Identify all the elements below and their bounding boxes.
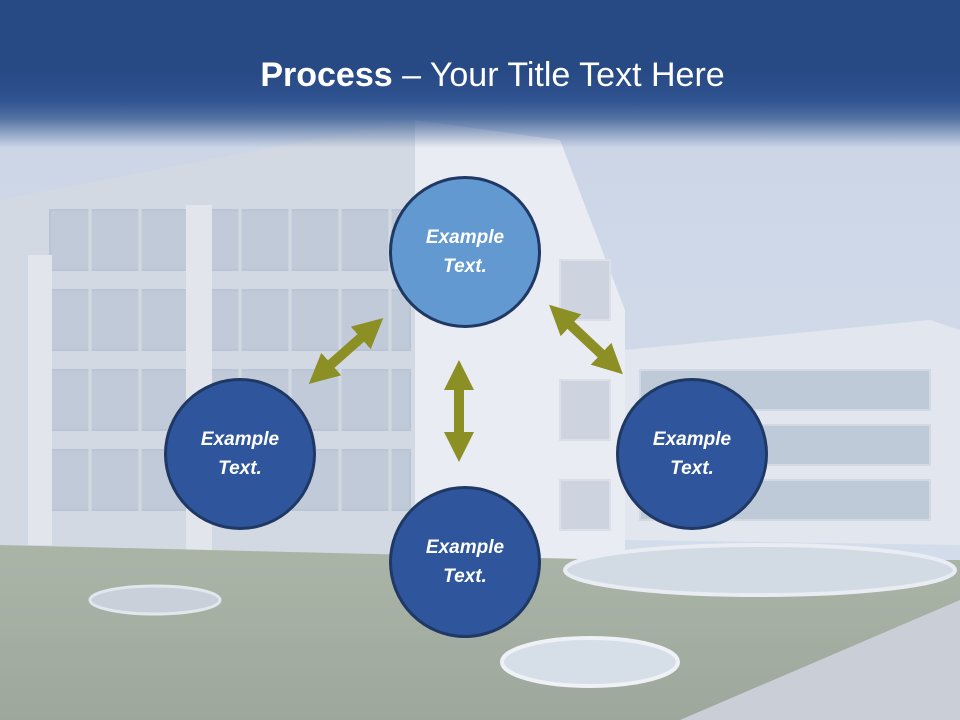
node-right[interactable]: Example Text. (616, 378, 768, 530)
node-right-label: Example Text. (652, 429, 732, 479)
title-band (0, 0, 960, 150)
title-bold: Process (260, 56, 393, 94)
node-left[interactable]: Example Text. (164, 378, 316, 530)
page-title: Process – Your Title Text Here (0, 52, 960, 98)
node-bottom-label: Example Text. (425, 537, 505, 587)
node-top[interactable]: Example Text. (389, 176, 541, 328)
node-left-label: Example Text. (200, 429, 280, 479)
node-top-label: Example Text. (425, 227, 505, 277)
node-bottom[interactable]: Example Text. (389, 486, 541, 638)
title-rest: – Your Title Text Here (392, 56, 725, 94)
